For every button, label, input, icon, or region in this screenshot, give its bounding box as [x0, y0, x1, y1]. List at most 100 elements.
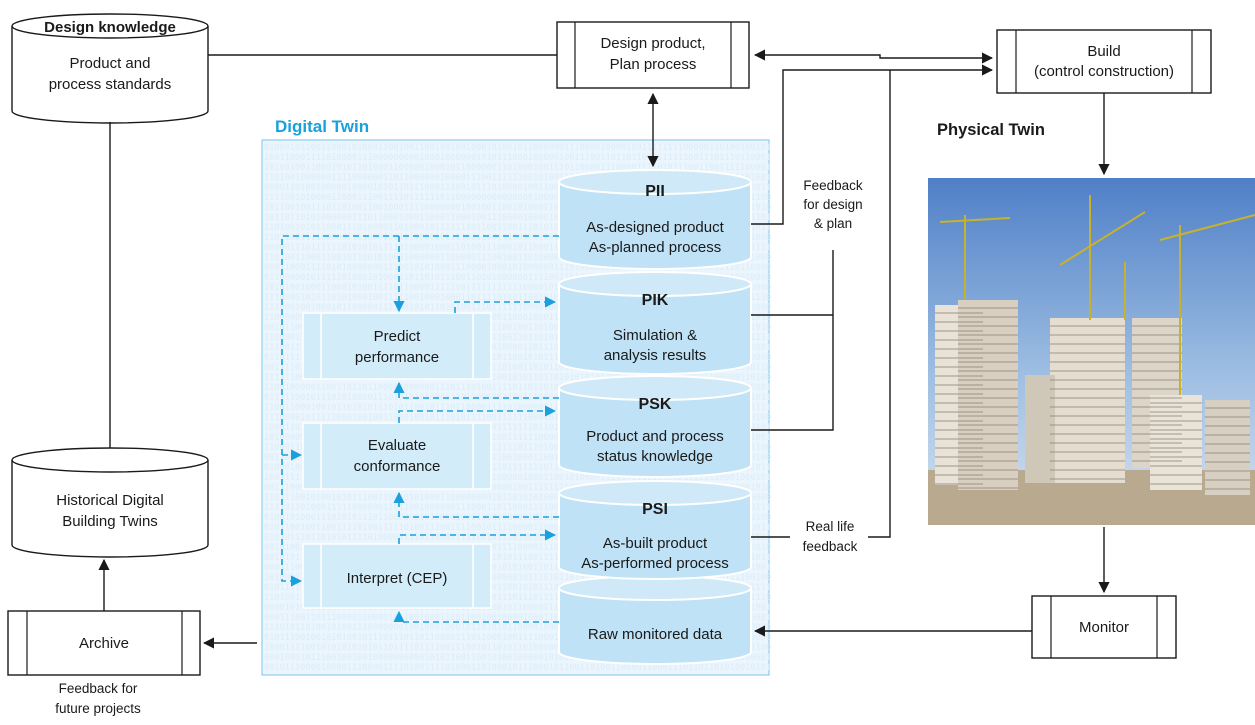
- binary-row: 1110000101111100010010011000100101110101…: [264, 413, 771, 423]
- monitor-box: Monitor: [1031, 595, 1177, 659]
- construction-photo: [928, 178, 1255, 525]
- binary-row: 0101110010010101001011101110110110000111…: [264, 633, 771, 643]
- digital-twin-title: Digital Twin: [275, 117, 369, 136]
- binary-row: 1101001000000111100000011011000000100001…: [264, 173, 771, 183]
- conn-real-life-to-build: [868, 70, 891, 538]
- layer-psi-line1: As-built product: [603, 535, 708, 552]
- layer-raw-data: Raw monitored data: [558, 575, 752, 665]
- binary-row: 0101011101101010111101000001110110001111…: [264, 533, 771, 543]
- process-predict: Predict performance: [302, 312, 492, 380]
- design-product-line2: Plan process: [610, 56, 697, 73]
- binary-row: 1000110110000100101010100001101100100100…: [264, 423, 771, 433]
- binary-row: 0100101000111010101110110000001010000100…: [264, 513, 771, 523]
- binary-row: 1100110001001011010101110101100101110110…: [264, 403, 771, 413]
- layer-pik-line2: analysis results: [604, 347, 707, 364]
- process-predict-line1: Predict: [374, 328, 422, 345]
- binary-row: 0011110110011100010010110101001111011000…: [264, 363, 771, 373]
- binary-row: 1011011010100000011101100010001100011000…: [264, 213, 771, 223]
- annotation-feedback-design: Feedback for design & plan: [793, 170, 873, 240]
- binary-row: 1111011010001111100000011011001000000111…: [264, 503, 771, 513]
- binary-row: 0000011101111110101010111101000010001101…: [264, 243, 771, 253]
- process-interpret-label: Interpret (CEP): [347, 570, 448, 587]
- binary-row: 0010111000010000111000011110100111101000…: [264, 663, 771, 673]
- archive-box: Archive: [7, 610, 201, 676]
- archive-label: Archive: [79, 635, 129, 652]
- process-evaluate-line2: conformance: [354, 458, 441, 475]
- layer-psk: PSK Product and process status knowledge: [558, 375, 752, 478]
- binary-row: 1010000001111101000010011000001001111011…: [264, 433, 771, 443]
- flow-predict-to-pik: [454, 296, 557, 313]
- binary-row: 0101100100110011110100111110100111001111…: [264, 523, 771, 533]
- binary-row: 0011000001000101010001010010011100011101…: [264, 453, 771, 463]
- historical-line2: Building Twins: [62, 513, 158, 530]
- layer-psi-line2: As-performed process: [581, 555, 729, 572]
- flow-raw-to-interpret: [393, 610, 559, 623]
- future-line2: future projects: [55, 701, 141, 716]
- layer-psk-line1: Product and process: [586, 428, 724, 445]
- historical-line1: Historical Digital: [56, 492, 164, 509]
- binary-row: 0010101101110011000100000110101100110110…: [264, 553, 771, 563]
- binary-row: 1001111111000000011011001111110101001111…: [264, 473, 771, 483]
- real-life-line1: Real life: [806, 519, 855, 534]
- binary-row: 1111110011101100111101000001111010011111…: [264, 373, 771, 383]
- flow-psi-to-evaluate: [393, 491, 559, 518]
- binary-row: 0110000010111110100010100001011010111001…: [264, 273, 771, 283]
- binary-row: 0001100011110101000000011100101010001110…: [264, 263, 771, 273]
- layer-psi-title: PSI: [642, 501, 668, 518]
- flow-evaluate-to-psk: [398, 405, 557, 423]
- annotation-real-life: Real life feedback: [803, 519, 858, 554]
- layer-pii-title: PII: [645, 183, 665, 200]
- internal-flows: [281, 235, 559, 623]
- binary-row: 1101110010100101011100110010101000110000…: [264, 493, 771, 503]
- binary-row: 0010100100000010111100100111001111110010…: [264, 543, 771, 553]
- binary-row: 1101100111100000111100010010100001011110…: [264, 233, 771, 243]
- binary-row: 0101111101110101001000100001111000111000…: [264, 583, 771, 593]
- layer-psk-line2: status knowledge: [597, 448, 713, 465]
- binary-row: 1010010011000101011010001100000100010110…: [264, 163, 771, 173]
- binary-row: 1010100100011000101001111011000011111001…: [264, 283, 771, 293]
- binary-row: 1110011100010011011111000100001111100111…: [264, 343, 771, 353]
- binary-row: 1111001010000110001110011110111111011000…: [264, 193, 771, 203]
- flow-left-bus: [281, 235, 559, 587]
- binary-row: 1110001001000101100000111100101011010100…: [264, 303, 771, 313]
- binary-row: 1110000101011010100010011111001000100011…: [264, 293, 771, 303]
- binary-row: 0001110011011100001000001011001000110011…: [264, 613, 771, 623]
- design-knowledge-store: Design knowledge Product and process sta…: [11, 13, 209, 124]
- layer-pik: PIK Simulation & analysis results: [558, 271, 752, 375]
- binary-row: 0100010110011000101000110010011001001001…: [264, 143, 771, 153]
- binary-row: 0011100011110101101011001010101010010111…: [264, 483, 771, 493]
- process-interpret: Interpret (CEP): [302, 543, 492, 609]
- flow-psk-to-predict: [393, 381, 559, 399]
- process-evaluate-line1: Evaluate: [368, 437, 426, 454]
- binary-row: 1101001100000000010010000101011011100101…: [264, 593, 771, 603]
- feedback-design-line2: for design: [803, 197, 862, 212]
- real-life-line2: feedback: [803, 539, 858, 554]
- design-knowledge-line2: process standards: [49, 76, 172, 93]
- monitor-label: Monitor: [1079, 619, 1129, 636]
- design-product-box: Design product, Plan process: [556, 21, 750, 89]
- conn-pii-feedback-to-build: [751, 64, 994, 225]
- design-product-line1: Design product,: [600, 35, 705, 52]
- binary-row: 1100000000010011000101010110111111101110…: [264, 313, 771, 323]
- binary-row: 1101001100011001011001010001000000110000…: [264, 253, 771, 263]
- future-line1: Feedback for: [59, 681, 138, 696]
- layer-psi: PSI As-built product As-performed proces…: [558, 480, 752, 580]
- binary-row: 0000101000011100001010111000111111010010…: [264, 603, 771, 613]
- binary-row: 1101001010110001110100001101000101111111…: [264, 223, 771, 233]
- feedback-design-line1: Feedback: [803, 178, 863, 193]
- binary-row: 0110111100010111011101110010001001000101…: [264, 353, 771, 363]
- layer-pik-line1: Simulation &: [613, 327, 697, 344]
- binary-row: 1100001110010110000010110111110110100001…: [264, 333, 771, 343]
- process-predict-line2: performance: [355, 349, 439, 366]
- layer-pii-line2: As-planned process: [589, 239, 722, 256]
- build-line2: (control construction): [1034, 63, 1174, 80]
- binary-row: 0100010010010111110110110100010000010100…: [264, 463, 771, 473]
- design-knowledge-line1: Product and: [70, 55, 151, 72]
- feedback-design-line3: & plan: [814, 216, 852, 231]
- physical-twin-title: Physical Twin: [937, 121, 1045, 139]
- historical-twins-store: Historical Digital Building Twins: [11, 447, 209, 558]
- flow-interpret-to-psi: [398, 529, 557, 544]
- binary-row: 1011001001110110100110010001111000000010…: [264, 203, 771, 213]
